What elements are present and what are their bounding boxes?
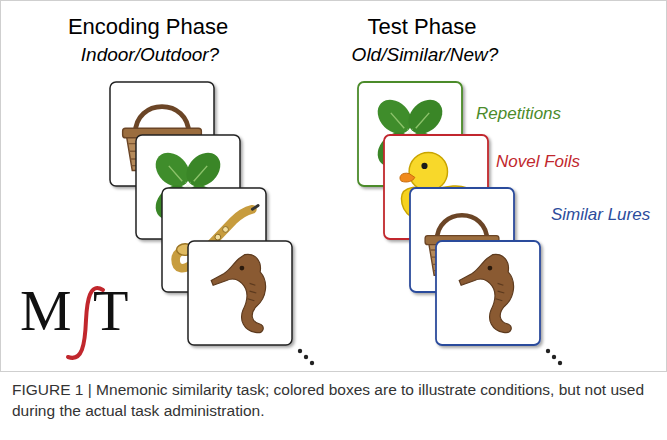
card-frame <box>188 241 292 345</box>
figure-frame <box>1 1 667 372</box>
condition-label: Novel Foils <box>496 152 580 172</box>
logo-letter: M <box>20 282 72 340</box>
seahorse-picture <box>459 254 513 332</box>
seahorse-picture <box>211 254 265 332</box>
logo-letter: T <box>93 282 128 340</box>
condition-label: Similar Lures <box>551 205 650 225</box>
task-question: Old/Similar/New? <box>352 44 499 67</box>
card-frame <box>436 241 540 345</box>
continuation-dots <box>298 349 314 365</box>
phase-heading: Test Phase <box>368 14 477 40</box>
condition-label: Repetitions <box>476 104 561 124</box>
lure-card <box>436 241 540 345</box>
continuation-dots <box>546 349 562 365</box>
phase-heading: Encoding Phase <box>68 14 228 40</box>
figure-caption: FIGURE 1 | Mnemonic similarity task; col… <box>12 380 652 422</box>
stimulus-card <box>188 241 292 345</box>
task-question: Indoor/Outdoor? <box>81 44 219 67</box>
